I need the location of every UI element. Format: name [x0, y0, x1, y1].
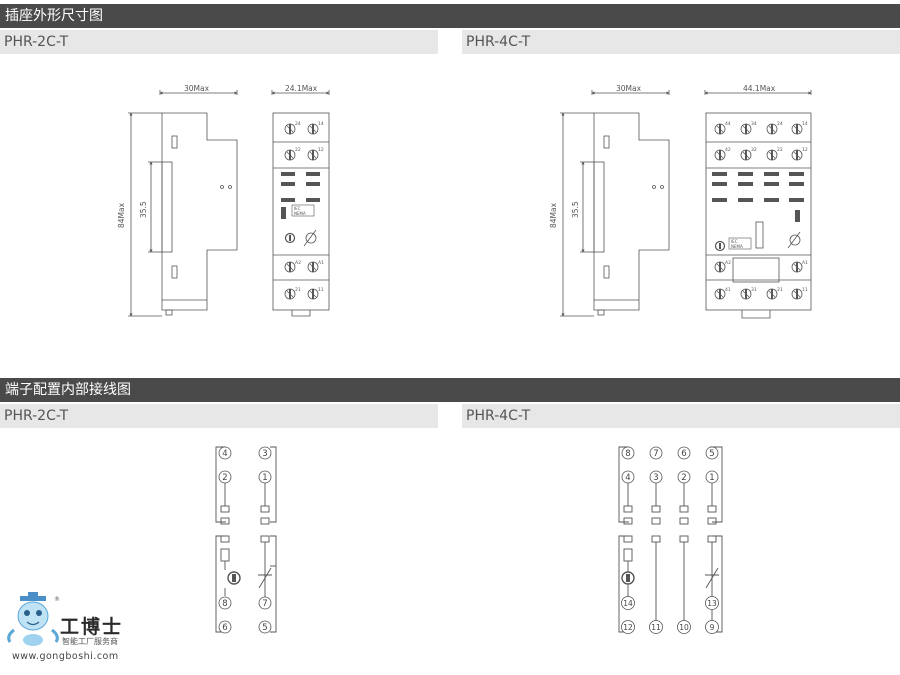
led-indicator-4c [714, 240, 726, 252]
model-label-2c-dimensions: PHR-2C-T [0, 30, 438, 54]
svg-text:8: 8 [222, 599, 227, 609]
svg-text:10: 10 [679, 623, 689, 632]
front-4c-terminal-labels: 44 34 24 14 42 32 22 12 A2 A1 41 31 21 1… [725, 121, 808, 293]
wiring-2c-led [227, 571, 241, 585]
svg-text:2: 2 [222, 473, 227, 483]
svg-text:11: 11 [318, 287, 324, 293]
svg-text:11: 11 [651, 623, 661, 632]
logo-tagline: 智能工厂服务商 [62, 637, 118, 646]
section-title-wiring: 端子配置内部接线图 [0, 378, 900, 402]
svg-text:12: 12 [623, 623, 633, 632]
mascot-logo [7, 592, 59, 646]
svg-text:21: 21 [295, 287, 301, 293]
model-label-4c-dimensions: PHR-4C-T [462, 30, 900, 54]
front-4c-contacts [712, 172, 804, 222]
dim-side-height-4c: 84Max [549, 202, 558, 228]
svg-text:9: 9 [710, 623, 715, 632]
front-2c-terminal-labels: 24 14 22 12 A2 A1 21 11 [295, 121, 324, 293]
dim-front-width-2c: 24.1Max [285, 84, 318, 93]
registered-mark: ® [54, 596, 60, 603]
svg-text:42: 42 [725, 147, 731, 153]
svg-text:4: 4 [222, 449, 227, 459]
svg-text:1: 1 [262, 473, 267, 483]
dim-side-width-4c: 30Max [616, 84, 642, 93]
svg-text:6: 6 [222, 623, 227, 633]
svg-text:31: 31 [751, 287, 757, 293]
svg-text:32: 32 [751, 147, 757, 153]
svg-text:14: 14 [318, 121, 324, 127]
diode-symbol-2c [305, 232, 317, 244]
front-2c-contacts [281, 172, 320, 219]
logo-name: 工博士 [60, 616, 124, 638]
dim-front-width-4c: 44.1Max [743, 84, 776, 93]
svg-text:5: 5 [709, 449, 714, 459]
dim-rail-height-2c: 35.5 [139, 201, 148, 218]
svg-text:A1: A1 [318, 260, 324, 266]
side-view-2c [128, 90, 238, 317]
svg-text:A2: A2 [295, 260, 301, 266]
logo-url: www.gongboshi.com [12, 651, 119, 662]
dim-rail-height-4c: 35.5 [571, 201, 580, 218]
svg-text:2: 2 [681, 473, 686, 483]
svg-text:6: 6 [681, 449, 686, 459]
svg-text:44: 44 [725, 121, 731, 127]
dim-side-height-2c: 84Max [117, 202, 126, 228]
svg-text:22: 22 [295, 147, 301, 153]
wiring-4c-led [621, 571, 635, 585]
svg-text:41: 41 [725, 287, 731, 293]
wiring-diagram-2c [215, 446, 277, 633]
svg-text:12: 12 [802, 147, 808, 153]
iec-label-2c: IEC [294, 206, 301, 211]
led-indicator-2c [284, 232, 296, 244]
wiring-2c-terminals: 4 3 2 1 8 7 6 5 [218, 446, 272, 634]
svg-text:14: 14 [623, 599, 633, 608]
svg-text:5: 5 [262, 623, 267, 633]
side-view-4c [560, 90, 670, 317]
svg-text:13: 13 [707, 599, 717, 608]
svg-text:7: 7 [262, 599, 267, 609]
dim-side-width-2c: 30Max [184, 84, 210, 93]
svg-text:24: 24 [295, 121, 301, 127]
svg-text:11: 11 [802, 287, 808, 293]
svg-text:8: 8 [625, 449, 630, 459]
svg-text:12: 12 [318, 147, 324, 153]
model-label-2c-wiring: PHR-2C-T [0, 404, 438, 428]
svg-text:4: 4 [625, 473, 630, 483]
wiring-4c-terminals: 8 7 6 5 4 3 2 1 14 13 12 11 10 9 [621, 446, 719, 634]
svg-text:34: 34 [751, 121, 757, 127]
diode-symbol-4c [789, 234, 801, 246]
svg-text:A1: A1 [802, 260, 808, 266]
svg-text:3: 3 [653, 473, 658, 483]
svg-text:21: 21 [777, 287, 783, 293]
front-view-4c [704, 90, 812, 319]
svg-text:A2: A2 [725, 260, 731, 266]
svg-text:22: 22 [777, 147, 783, 153]
section-title-dimensions: 插座外形尺寸图 [0, 4, 900, 28]
model-label-4c-wiring: PHR-4C-T [462, 404, 900, 428]
svg-text:14: 14 [802, 121, 808, 127]
svg-text:3: 3 [262, 449, 267, 459]
front-view-2c [271, 90, 330, 317]
svg-text:7: 7 [653, 449, 658, 459]
svg-text:1: 1 [709, 473, 714, 483]
nema-label-2c: NEMA [294, 211, 306, 216]
nema-label-4c: NEMA [731, 244, 743, 249]
svg-text:24: 24 [777, 121, 783, 127]
iec-label-4c: IEC [731, 239, 738, 244]
